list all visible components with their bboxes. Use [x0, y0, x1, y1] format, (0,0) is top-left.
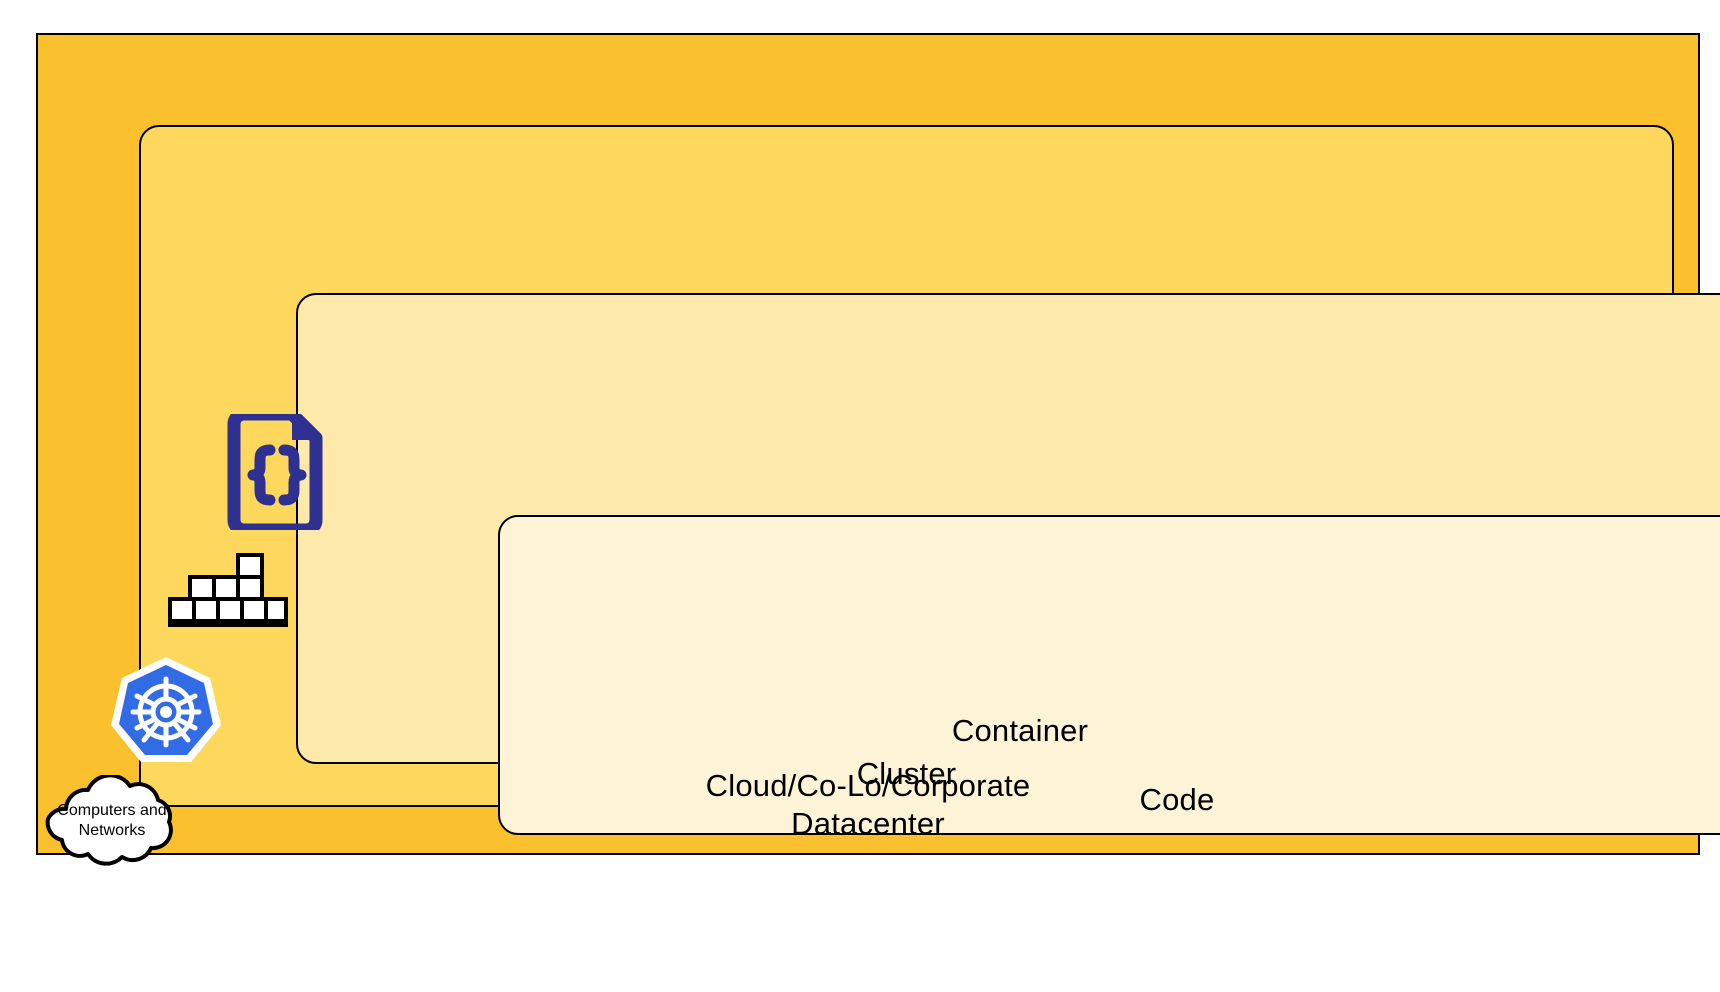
- layer-label-code: Code: [1139, 782, 1215, 817]
- layer-cluster[interactable]: Code Container Cluster: [139, 125, 1720, 835]
- layer-label-datacenter: Cloud/Co-Lo/Corporate Datacenter: [705, 768, 1031, 841]
- layer-datacenter[interactable]: Code Container Cluster Cloud/Co-Lo/Corpo…: [36, 33, 1720, 855]
- container-stack-icon: [168, 553, 288, 627]
- computers-and-networks-cloud[interactable]: Computers and Networks: [32, 775, 192, 867]
- layer-label-container: Container: [951, 713, 1089, 748]
- layer-container[interactable]: Code Container: [296, 293, 1720, 835]
- kubernetes-helm-icon: [111, 655, 221, 765]
- layer-code[interactable]: Code: [498, 515, 1720, 835]
- code-braces-document-icon: [222, 407, 326, 537]
- layer-label-cluster: Cluster: [856, 756, 957, 791]
